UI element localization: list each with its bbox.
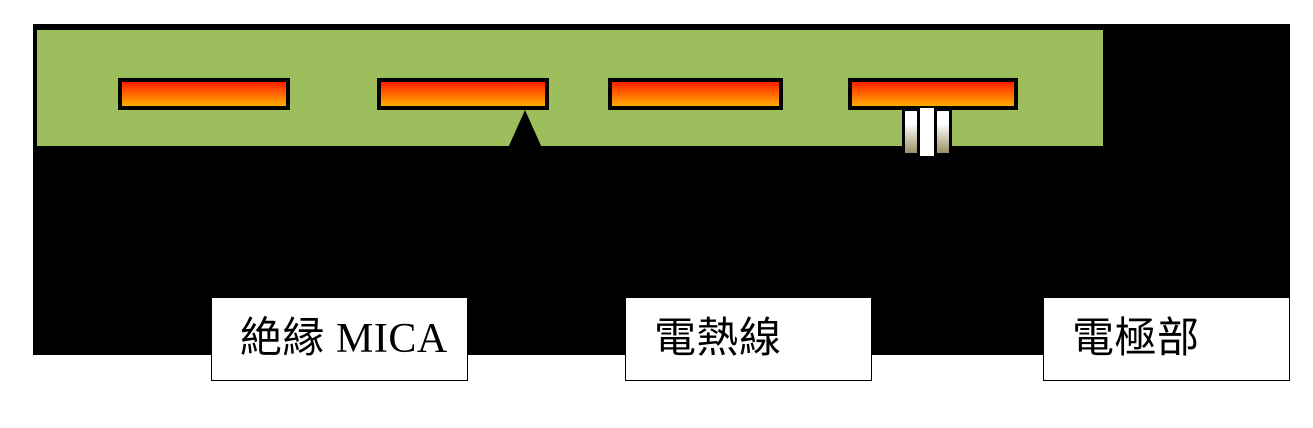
electrode-terminal-left — [902, 108, 920, 156]
label-electrode-section-text: 電極部 — [1072, 316, 1200, 362]
electrode-gap — [920, 108, 934, 156]
label-insulation-mica: 絶縁 MICA — [211, 297, 468, 381]
heating-wire-1 — [118, 78, 290, 110]
heating-wire-2 — [377, 78, 549, 110]
label-electrode-section: 電極部 — [1043, 297, 1290, 381]
label-heating-wire: 電熱線 — [625, 297, 872, 381]
arrow-stem — [523, 140, 526, 152]
label-insulation-mica-text: 絶縁 MICA — [240, 316, 448, 362]
heating-wire-3 — [608, 78, 783, 110]
electrode-terminal-right — [934, 108, 952, 156]
heating-wire-4 — [848, 78, 1018, 110]
label-heating-wire-text: 電熱線 — [654, 316, 782, 362]
